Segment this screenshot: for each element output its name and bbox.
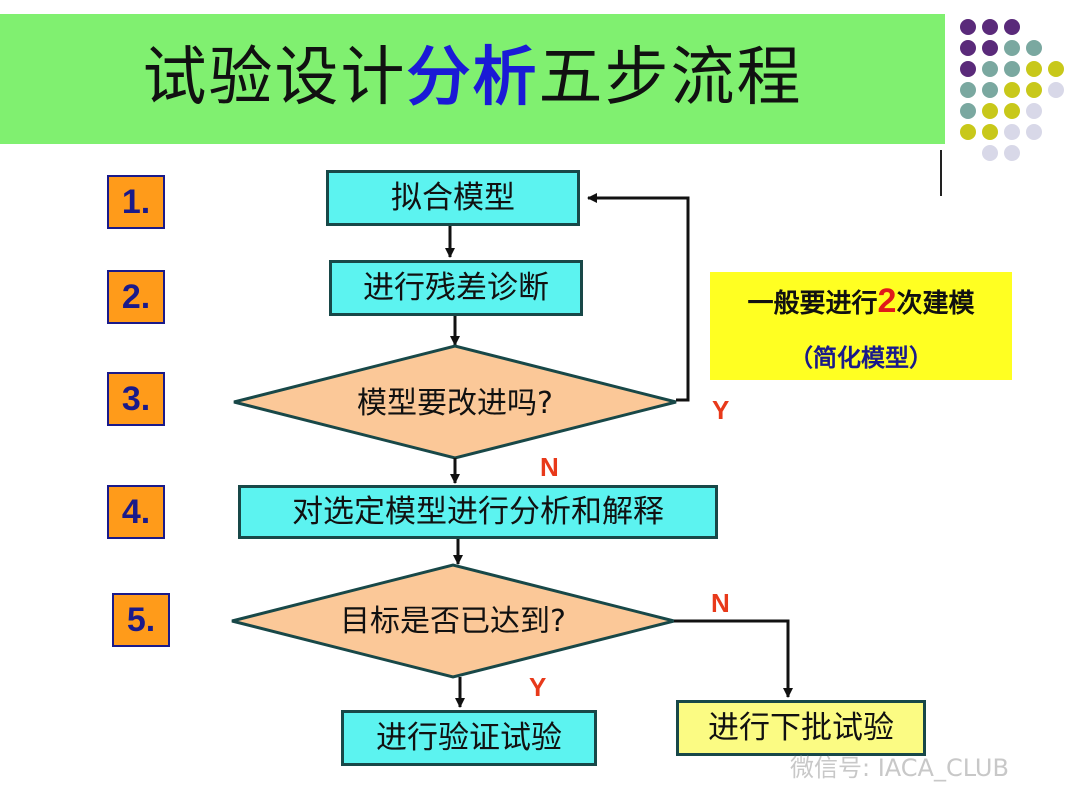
label-y-goal: Y bbox=[529, 672, 547, 702]
decor-dot bbox=[1004, 124, 1020, 140]
decor-dot bbox=[960, 124, 976, 140]
decor-dot bbox=[982, 124, 998, 140]
decor-dot bbox=[1004, 40, 1020, 56]
decor-dot bbox=[1026, 61, 1042, 77]
watermark: 微信号: IACA_CLUB bbox=[790, 754, 1009, 782]
decor-dot bbox=[960, 40, 976, 56]
step-number-4: 4. bbox=[107, 485, 165, 539]
decor-dot bbox=[1026, 124, 1042, 140]
decor-dot-grid bbox=[955, 14, 1070, 174]
title-highlight: 分析 bbox=[406, 40, 539, 115]
analyze-model-box: 对选定模型进行分析和解释 bbox=[238, 485, 718, 539]
label-y-improve: Y bbox=[712, 395, 730, 425]
decor-dot bbox=[1026, 40, 1042, 56]
decor-dot bbox=[982, 19, 998, 35]
loop-back-connector bbox=[587, 193, 690, 402]
decor-dot bbox=[960, 103, 976, 119]
decision-goal-label: 目标是否已达到? bbox=[340, 604, 566, 639]
step-number-2: 2. bbox=[107, 270, 165, 324]
decor-dot bbox=[1004, 19, 1020, 35]
note-prefix: 一般要进行 bbox=[747, 289, 878, 319]
step-number-3: 3. bbox=[107, 372, 165, 426]
residual-diagnosis-box: 进行残差诊断 bbox=[329, 260, 583, 316]
next-batch-box: 进行下批试验 bbox=[676, 700, 926, 756]
fit-model-box: 拟合模型 bbox=[326, 170, 580, 226]
decor-dot bbox=[960, 61, 976, 77]
title-part1: 试验设计 bbox=[142, 41, 407, 115]
step-number-5: 5. bbox=[112, 593, 170, 647]
decor-dot bbox=[960, 19, 976, 35]
decor-dot bbox=[1004, 145, 1020, 161]
note-count: 2 bbox=[877, 282, 897, 320]
page-title: 试验设计分析五步流程 bbox=[0, 28, 945, 128]
arrow-goal-to-next-batch bbox=[674, 619, 793, 698]
decor-divider bbox=[940, 150, 942, 196]
decor-dot bbox=[1004, 82, 1020, 98]
label-n-goal: N bbox=[711, 588, 730, 618]
modeling-note-text: 一般要进行2次建模 bbox=[710, 282, 1012, 321]
decor-dot bbox=[982, 145, 998, 161]
decor-dot bbox=[982, 61, 998, 77]
decor-dot bbox=[982, 82, 998, 98]
title-banner bbox=[0, 14, 945, 144]
decor-dot bbox=[1026, 82, 1042, 98]
decision-improve-label: 模型要改进吗? bbox=[357, 386, 553, 421]
step-number-1: 1. bbox=[107, 175, 165, 229]
title-part2: 五步流程 bbox=[538, 41, 803, 115]
decor-dot bbox=[960, 82, 976, 98]
modeling-note-subtext: （简化模型） bbox=[789, 344, 933, 372]
decor-dot bbox=[1004, 103, 1020, 119]
verify-test-box: 进行验证试验 bbox=[341, 710, 597, 766]
decor-dot bbox=[982, 103, 998, 119]
note-suffix: 次建模 bbox=[896, 289, 975, 319]
modeling-note-box bbox=[710, 272, 1012, 380]
decor-dot bbox=[1048, 61, 1064, 77]
decor-dot bbox=[982, 40, 998, 56]
label-n-improve: N bbox=[540, 452, 559, 482]
decor-dot bbox=[1004, 61, 1020, 77]
decor-dot bbox=[1026, 103, 1042, 119]
decor-dot bbox=[1048, 82, 1064, 98]
decision-improve-diamond bbox=[233, 344, 677, 460]
